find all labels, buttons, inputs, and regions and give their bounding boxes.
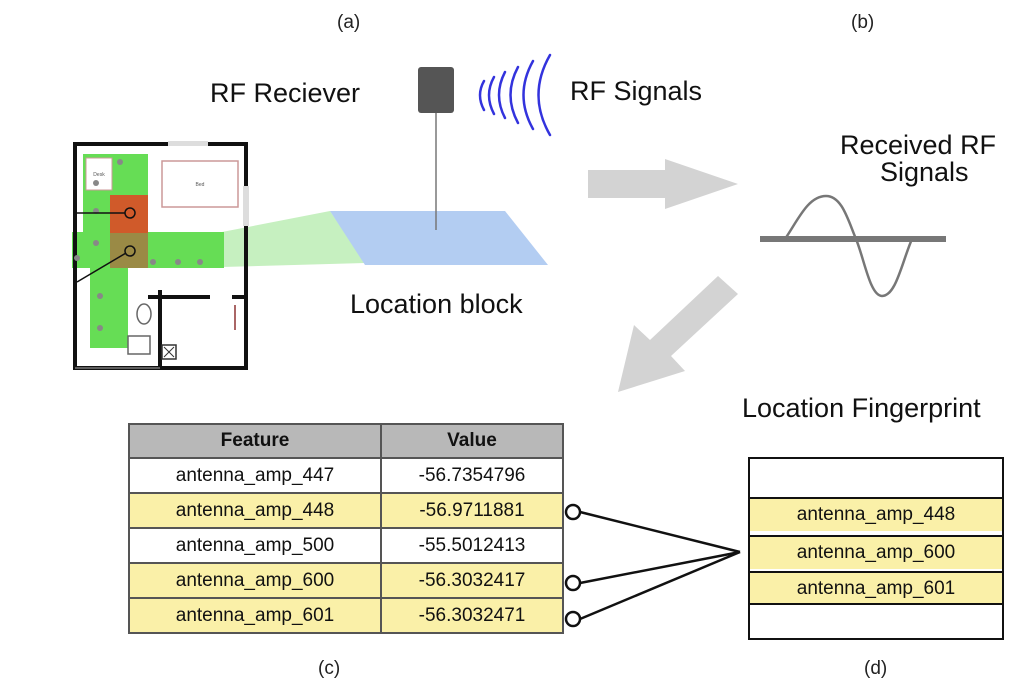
- marker-line: [76, 252, 127, 283]
- highlight-cell-red: [110, 195, 148, 233]
- rf-signal-waves-icon: [478, 53, 552, 137]
- received-rf-label-line1: Received RF: [840, 130, 997, 160]
- bed-label: Bed: [196, 182, 205, 188]
- feature-cell: antenna_amp_500: [128, 527, 382, 564]
- table-header-row: Feature Value: [128, 423, 564, 459]
- panel-label-a: (a): [337, 12, 361, 33]
- arrow-down-left-icon: [618, 276, 738, 392]
- panel-label-d: (d): [864, 658, 888, 679]
- bed: [161, 160, 239, 208]
- window: [168, 141, 208, 146]
- desk: [85, 157, 113, 191]
- column-header-feature: Feature: [128, 423, 382, 459]
- grid-lower: [90, 268, 128, 348]
- value-cell: -56.3032417: [380, 562, 564, 599]
- fingerprint-row: antenna_amp_601: [750, 571, 1002, 605]
- location-block-shape: [330, 211, 548, 265]
- table-row: antenna_amp_500 -55.5012413: [128, 527, 564, 564]
- table-row: antenna_amp_448 -56.9711881: [128, 492, 564, 529]
- location-fingerprint-label: Location Fingerprint: [742, 393, 981, 423]
- panel-label-c: (c): [318, 658, 341, 679]
- floor-plan: Desk Bed: [72, 141, 365, 370]
- feature-cell: antenna_amp_600: [128, 562, 382, 599]
- rf-signals-label: RF Signals: [570, 76, 703, 106]
- feature-table: Feature Value antenna_amp_447 -56.735479…: [128, 423, 564, 634]
- value-cell: -56.7354796: [380, 457, 564, 494]
- coverage-beam: [222, 211, 365, 267]
- arrow-right-icon: [588, 159, 738, 209]
- desk-label: Desk: [93, 172, 105, 178]
- location-block-label: Location block: [350, 289, 523, 319]
- table-row: antenna_amp_447 -56.7354796: [128, 457, 564, 494]
- window: [243, 186, 249, 226]
- fingerprint-row: antenna_amp_600: [750, 535, 1002, 569]
- connector-node: [564, 574, 582, 592]
- feature-cell: antenna_amp_448: [128, 492, 382, 529]
- value-cell: -56.9711881: [380, 492, 564, 529]
- toilet: [136, 303, 152, 325]
- rf-receiver-label: RF Reciever: [210, 78, 361, 108]
- location-marker: [124, 245, 136, 257]
- panel-label-b: (b): [851, 12, 875, 33]
- feature-connectors: [579, 510, 741, 621]
- feature-cell: antenna_amp_601: [128, 597, 382, 634]
- received-rf-label-line2: Signals: [880, 157, 969, 187]
- grid-dots: [74, 159, 203, 331]
- connector-node: [564, 503, 582, 521]
- feature-cell: antenna_amp_447: [128, 457, 382, 494]
- table-row: antenna_amp_601 -56.3032471: [128, 597, 564, 634]
- sink: [127, 335, 151, 355]
- column-header-value: Value: [380, 423, 564, 459]
- connector-node: [564, 610, 582, 628]
- sine-wave-icon: [760, 194, 946, 298]
- location-fingerprint-box: antenna_amp_448 antenna_amp_600 antenna_…: [748, 457, 1004, 640]
- fingerprint-row: antenna_amp_448: [750, 497, 1002, 531]
- table-row: antenna_amp_600 -56.3032417: [128, 562, 564, 599]
- value-cell: -55.5012413: [380, 527, 564, 564]
- value-cell: -56.3032471: [380, 597, 564, 634]
- rf-receiver-device: [418, 67, 454, 113]
- shower-x: [163, 346, 175, 358]
- highlight-cell-olive: [110, 233, 148, 268]
